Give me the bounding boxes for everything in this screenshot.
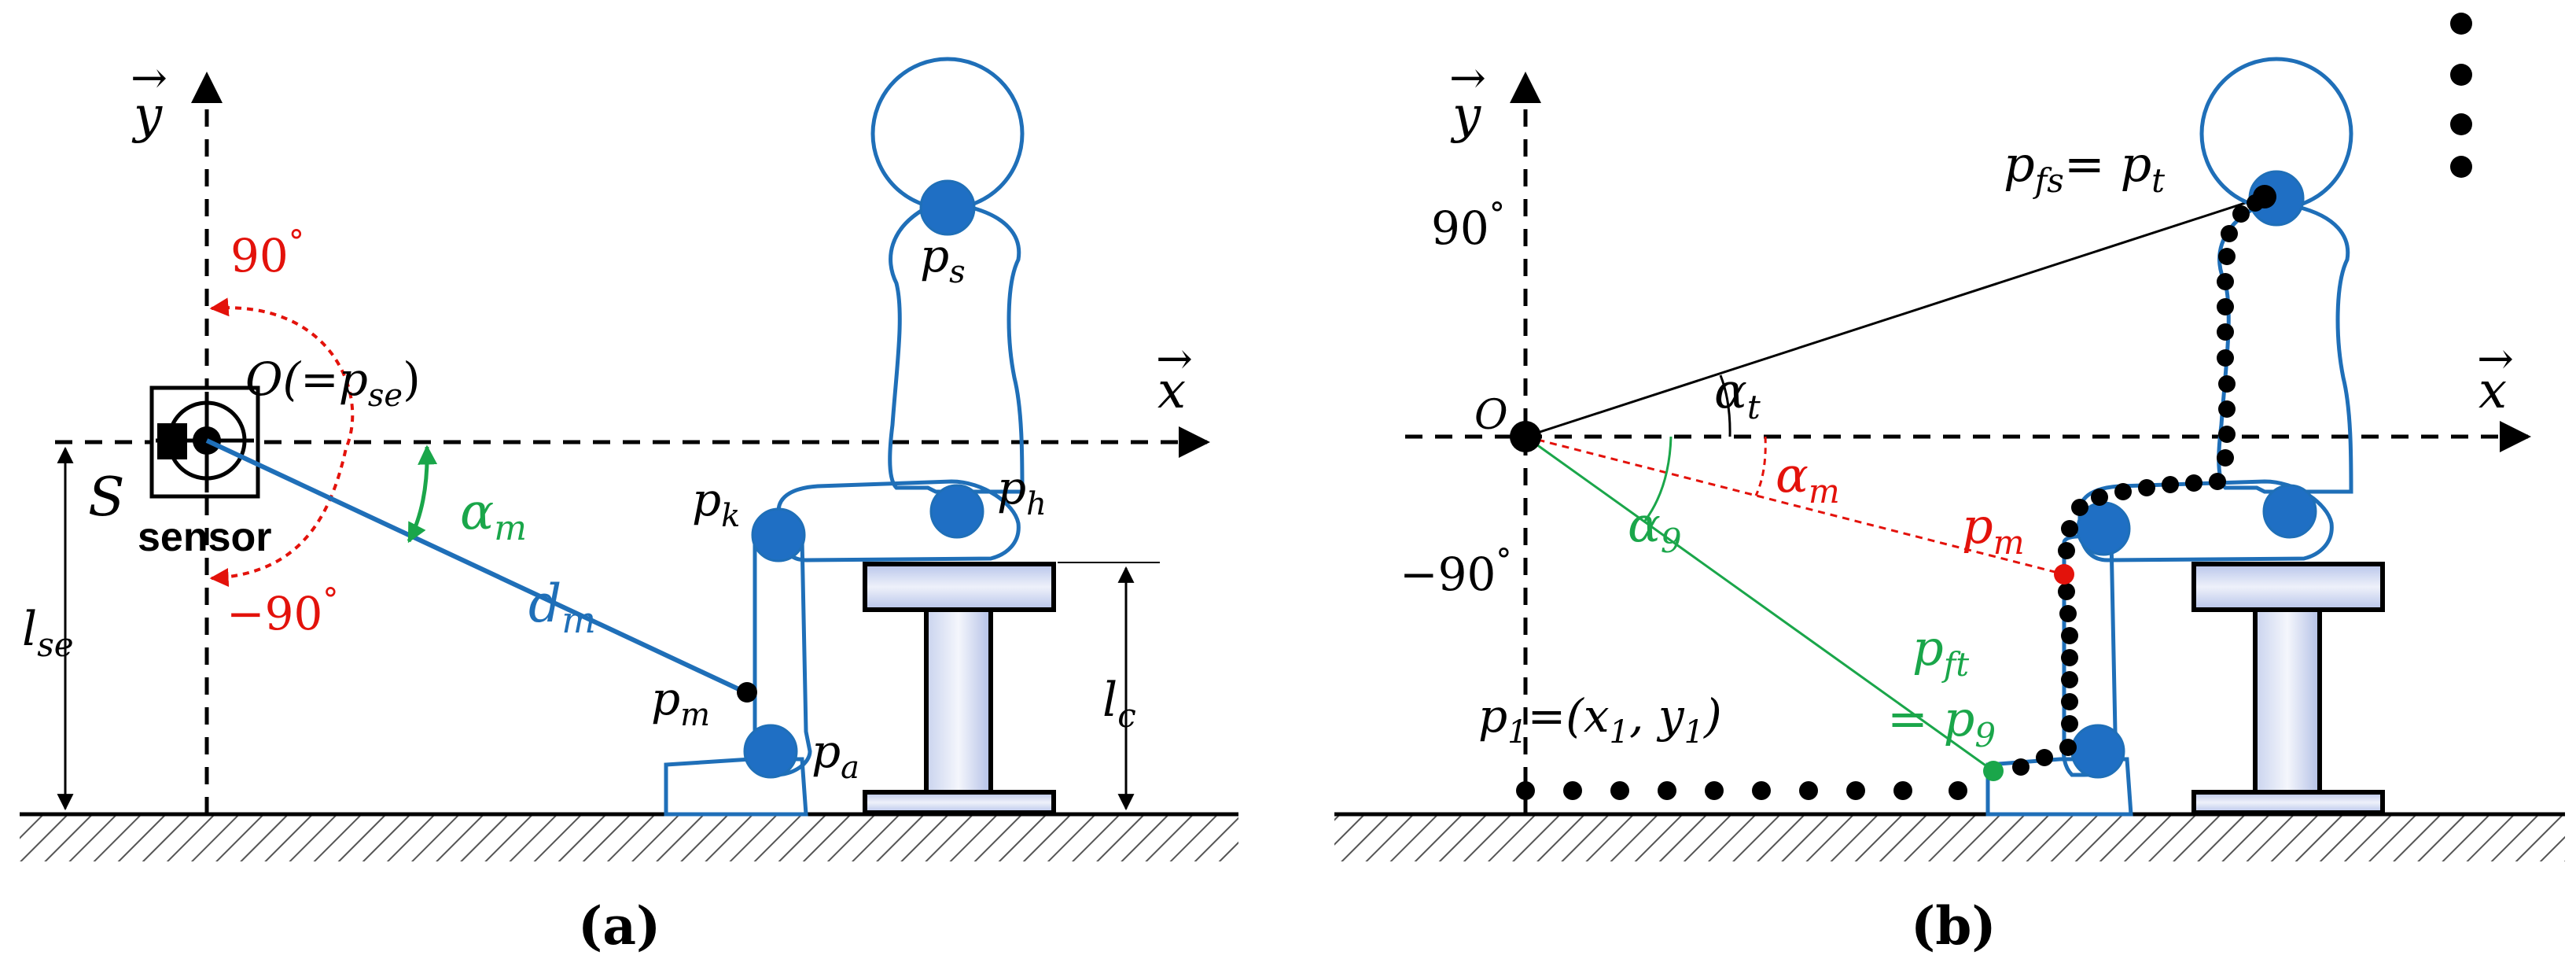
alpha-m-arc-b bbox=[1754, 436, 1767, 496]
panel-a: → y → x 90° −90° O(=pse) sensor S lse αm… bbox=[20, 53, 1238, 957]
angle-90-label-b: 90° bbox=[1431, 197, 1505, 255]
y-axis-arrow-glyph: → bbox=[131, 53, 167, 104]
foot bbox=[664, 757, 808, 817]
angle-arc-red bbox=[209, 297, 355, 588]
caption-b: (b) bbox=[1911, 895, 1996, 957]
distance-line bbox=[205, 438, 747, 695]
alpha-9-arc bbox=[1643, 436, 1673, 522]
torso-b bbox=[2217, 205, 2353, 494]
pfs-pt-label: pfs= pt bbox=[2004, 135, 2165, 200]
pft-label: pft bbox=[1912, 619, 1969, 684]
stool-b bbox=[2191, 562, 2385, 815]
joint-knee bbox=[751, 507, 806, 562]
joint-shoulder bbox=[919, 179, 976, 236]
point-pm-b bbox=[2054, 564, 2074, 585]
x-axis-label-b: x bbox=[2478, 362, 2507, 420]
alpha-t-label: αt bbox=[1714, 362, 1761, 426]
alpha-m-label-b: αm bbox=[1776, 446, 1840, 511]
y-axis-label: y bbox=[131, 87, 163, 145]
x-axis-arrow-glyph: → bbox=[1156, 334, 1193, 385]
p9-label: = p9 bbox=[1887, 690, 1996, 754]
alpha-9-label: α9 bbox=[1628, 496, 1682, 560]
ray-p9 bbox=[1525, 435, 1994, 773]
stool bbox=[863, 562, 1056, 815]
angle-90-label: 90° bbox=[230, 224, 304, 282]
point-pm bbox=[737, 682, 757, 703]
joint-ankle bbox=[743, 724, 798, 779]
joint-ankle-b bbox=[2070, 724, 2125, 779]
p1-label: p1=(x1, y1) bbox=[1478, 689, 1722, 751]
alpha-m-arc bbox=[407, 444, 438, 544]
s-label: S bbox=[88, 467, 125, 529]
alpha-t-arc bbox=[1719, 374, 1731, 437]
l-c-label: lc bbox=[1102, 673, 1136, 735]
origin-label-b: O bbox=[1474, 392, 1508, 439]
y-axis-label-b: y bbox=[1450, 87, 1481, 145]
panel-b: → y → x 90° −90° O αt αm α9 bbox=[1334, 13, 2565, 957]
caption-a: (a) bbox=[578, 895, 661, 957]
ray-pt bbox=[1525, 195, 2265, 438]
pa-label: pa bbox=[811, 725, 859, 786]
sensor-emitter bbox=[157, 423, 187, 459]
joint-hip-b bbox=[2262, 484, 2317, 539]
d-m-label: dm bbox=[528, 574, 596, 641]
ray-pm bbox=[1525, 435, 2065, 576]
origin-label: O(=pse) bbox=[245, 352, 421, 414]
angle-neg90-label: −90° bbox=[226, 582, 338, 640]
x-axis-arrow-glyph-b: → bbox=[2477, 334, 2514, 385]
pm-label: pm bbox=[651, 672, 710, 733]
sensor-label: sensor bbox=[138, 515, 272, 560]
y-axis-arrow-glyph-b: → bbox=[1449, 53, 1486, 104]
pk-label: pk bbox=[692, 473, 740, 534]
ground-hatch bbox=[20, 814, 1238, 861]
l-se-label: lse bbox=[22, 602, 74, 664]
pm-label-b: pm bbox=[1962, 497, 2025, 562]
scan-dots bbox=[1510, 13, 2472, 800]
ground-hatch-b bbox=[1334, 814, 2565, 861]
alpha-m-label: αm bbox=[460, 483, 527, 548]
ph-label: ph bbox=[997, 461, 1047, 522]
thigh-b bbox=[2077, 479, 2334, 562]
point-p9 bbox=[1983, 761, 2004, 781]
x-axis-label: x bbox=[1157, 362, 1186, 420]
joint-hip bbox=[929, 484, 984, 539]
torso bbox=[888, 205, 1025, 494]
angle-neg90-label-b: −90° bbox=[1400, 543, 1511, 601]
ps-label: ps bbox=[920, 229, 966, 290]
